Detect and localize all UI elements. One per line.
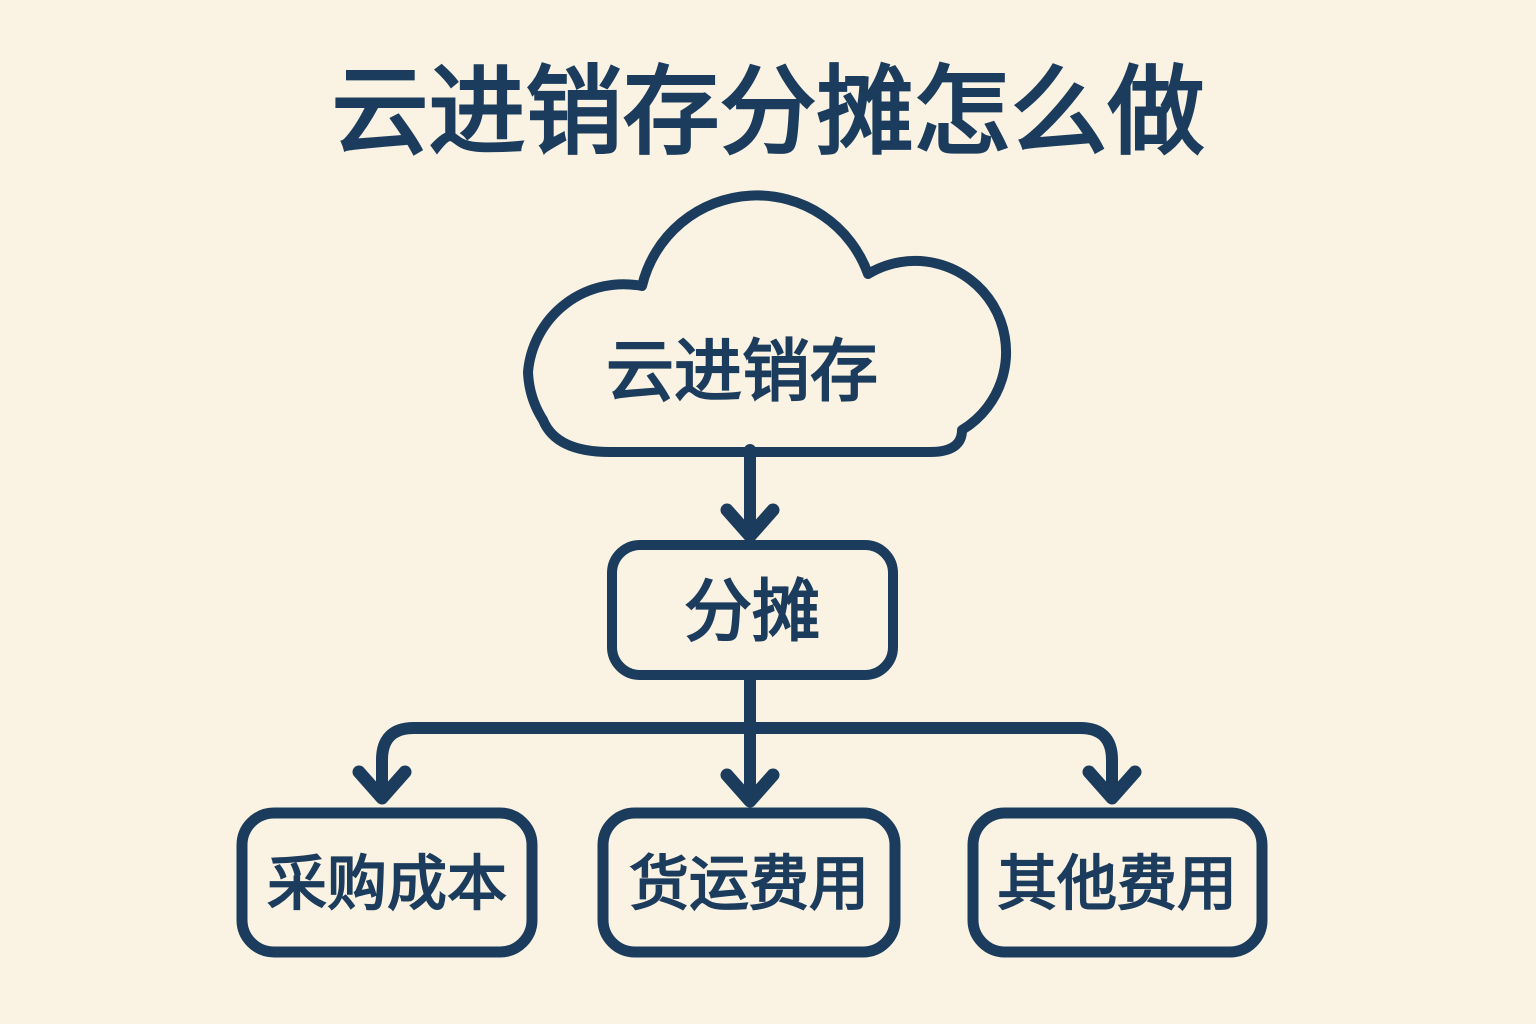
freight-cost-box: 货运费用	[597, 807, 901, 958]
other-cost-box-shape	[967, 807, 1268, 958]
arrowhead-down-icon	[720, 503, 780, 543]
left-branch-line	[376, 722, 754, 794]
cloud-node: 云进销存	[523, 190, 1012, 457]
freight-cost-label: 货运费用	[629, 851, 869, 918]
right-branch-line	[746, 722, 1118, 794]
other-cost-label: 其他费用	[997, 851, 1237, 918]
purchase-cost-box-shape	[236, 807, 538, 958]
branch-connectors	[352, 670, 1142, 808]
purchase-cost-box: 采购成本	[236, 807, 538, 958]
page-title: 云进销存分摊怎么做	[332, 58, 1205, 167]
arrow-cloud-to-process	[720, 444, 780, 543]
right-arrowhead-down-icon	[1082, 765, 1142, 805]
other-cost-box: 其他费用	[967, 807, 1268, 958]
center-arrowhead-down-icon	[720, 768, 780, 808]
cloud-label: 云进销存	[606, 334, 878, 410]
allocation-label: 分摊	[684, 574, 820, 650]
cloud-shape	[523, 190, 1012, 457]
purchase-cost-label: 采购成本	[267, 851, 507, 918]
freight-cost-box-shape	[597, 807, 901, 958]
allocation-box: 分摊	[607, 540, 898, 680]
left-arrowhead-down-icon	[352, 765, 412, 805]
